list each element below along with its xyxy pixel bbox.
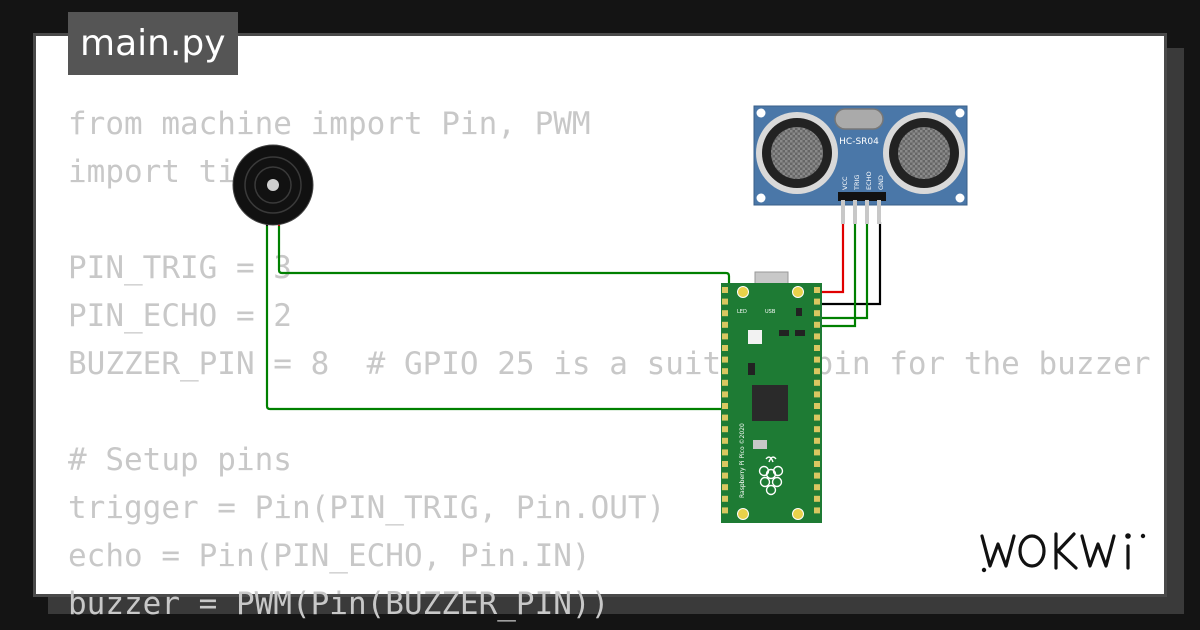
smd-part — [779, 330, 789, 336]
gpio-pad[interactable] — [814, 426, 820, 433]
gpio-pad[interactable] — [814, 449, 820, 456]
gpio-pad[interactable] — [722, 356, 728, 363]
gpio-pad[interactable] — [814, 437, 820, 444]
gpio-pad[interactable] — [722, 414, 728, 421]
gpio-pad[interactable] — [814, 287, 820, 293]
wokwi-logo — [980, 532, 1146, 573]
gpio-pad[interactable] — [814, 379, 820, 386]
code-line: PIN_ECHO = 2 — [68, 298, 292, 334]
pin-header — [838, 192, 886, 201]
transducer-right-mesh — [898, 127, 950, 179]
smd-part — [796, 308, 802, 316]
usb-label: USB — [765, 309, 776, 315]
pico-pads — [722, 287, 820, 514]
buzzer-ring-inner — [254, 166, 292, 204]
gpio-pad[interactable] — [722, 403, 728, 409]
gpio-pad[interactable] — [814, 391, 820, 398]
gpio-pad[interactable] — [722, 379, 728, 386]
led-label: LED — [737, 309, 747, 315]
pin-label-gnd: GND — [877, 175, 885, 190]
file-tab-label: main.py — [80, 23, 226, 64]
pin-label-echo: ECHO — [865, 171, 873, 190]
gpio-pad[interactable] — [722, 461, 728, 467]
crystal — [834, 108, 884, 130]
mount-hole — [737, 286, 749, 298]
gpio-pad[interactable] — [722, 472, 728, 479]
file-tab[interactable]: main.py — [68, 12, 238, 75]
gpio-pad[interactable] — [722, 449, 728, 456]
gpio-pad[interactable] — [814, 345, 820, 351]
code-line: # Setup pins — [68, 442, 292, 478]
gpio-pad[interactable] — [722, 345, 728, 351]
gpio-pad[interactable] — [722, 333, 728, 340]
pin-vcc[interactable] — [841, 200, 845, 224]
code-line: BUZZER_PIN = 8 # GPIO 25 is a suitable p… — [68, 346, 1151, 382]
code-line — [68, 390, 1134, 438]
code-line: PIN_TRIG = 3 — [68, 250, 292, 286]
gpio-pad[interactable] — [722, 426, 728, 433]
wire-buzzer-plus[interactable] — [277, 224, 731, 292]
gpio-pad[interactable] — [814, 472, 820, 479]
board-name-label: Raspberry Pi Pico ©2020 — [739, 423, 746, 498]
gpio-pad[interactable] — [722, 507, 728, 514]
gpio-pad[interactable] — [814, 414, 820, 421]
gpio-pad[interactable] — [814, 484, 820, 491]
gpio-pad[interactable] — [814, 310, 820, 317]
code-line: from machine import Pin, PWM — [68, 106, 591, 142]
hcsr04-sensor[interactable]: HC-SR04 VCC TRIG ECHO GND — [753, 105, 968, 224]
mount-hole — [737, 508, 749, 520]
gpio-pad[interactable] — [722, 437, 728, 444]
buzzer[interactable] — [232, 144, 314, 226]
pin-gnd[interactable] — [877, 200, 881, 224]
mount-hole — [955, 108, 965, 118]
code-line: echo = Pin(PIN_ECHO, Pin.IN) — [68, 538, 591, 574]
gpio-pad[interactable] — [722, 298, 728, 305]
pin-label-vcc: VCC — [841, 176, 849, 190]
preview-card — [33, 33, 1167, 597]
gpio-pad[interactable] — [814, 356, 820, 363]
gpio-pad[interactable] — [722, 310, 728, 317]
gpio-pad[interactable] — [814, 368, 820, 375]
gpio-pad[interactable] — [722, 484, 728, 491]
bootsel-button[interactable] — [748, 330, 762, 344]
raspberry-pi-pico[interactable]: LED USB Raspberry Pi Pico ©2020 — [721, 271, 822, 523]
gpio-pad[interactable] — [814, 403, 820, 409]
code-line: trigger = Pin(PIN_TRIG, Pin.OUT) — [68, 490, 666, 526]
gpio-pad[interactable] — [814, 495, 820, 502]
pin-trig[interactable] — [853, 200, 857, 224]
code-line: import time — [68, 154, 274, 190]
pin-label-trig: TRIG — [853, 175, 861, 191]
smd-part — [753, 440, 767, 449]
gpio-pad[interactable] — [722, 495, 728, 502]
sensor-model-label: HC-SR04 — [839, 137, 879, 147]
gpio-pad[interactable] — [814, 461, 820, 467]
code-line: buzzer = PWM(Pin(BUZZER_PIN)) — [68, 586, 610, 622]
transducer-left-mesh — [771, 127, 823, 179]
gpio-pad[interactable] — [814, 298, 820, 305]
gpio-pad[interactable] — [814, 321, 820, 328]
wire-buzzer-minus[interactable] — [265, 224, 729, 411]
gpio-pad[interactable] — [814, 507, 820, 514]
code-line — [68, 198, 1134, 246]
mount-hole — [756, 193, 766, 203]
mount-hole — [792, 508, 804, 520]
gpio-pad[interactable] — [814, 333, 820, 340]
rp2040-chip — [752, 385, 788, 421]
mount-hole — [955, 193, 965, 203]
pin-echo[interactable] — [865, 200, 869, 224]
buzzer-hole — [267, 179, 279, 191]
gpio-pad[interactable] — [722, 287, 728, 293]
raspberry-logo-icon — [758, 456, 784, 496]
smd-part — [748, 363, 755, 375]
smd-part — [795, 330, 805, 336]
gpio-pad[interactable] — [722, 391, 728, 398]
sensor-pin-labels: VCC TRIG ECHO GND — [841, 171, 885, 191]
mount-hole — [756, 108, 766, 118]
mount-hole — [792, 286, 804, 298]
gpio-pad[interactable] — [722, 321, 728, 328]
buzzer-ring-outer — [244, 156, 302, 214]
gpio-pad[interactable] — [722, 368, 728, 375]
